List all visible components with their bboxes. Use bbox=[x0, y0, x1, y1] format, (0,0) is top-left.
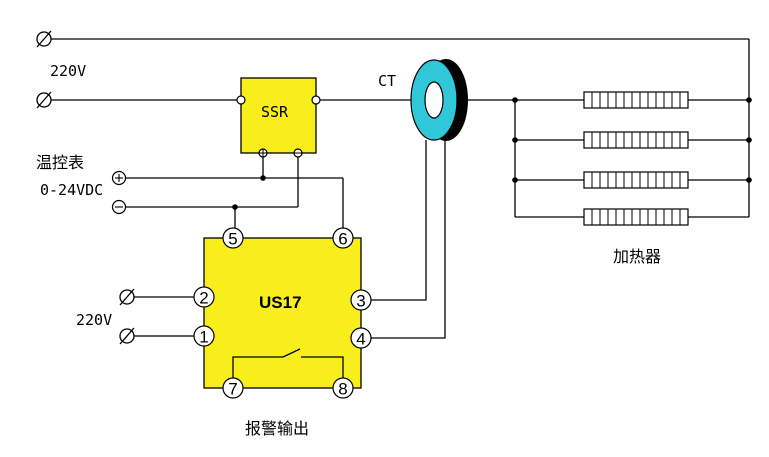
module-supply-terminal-2 bbox=[119, 288, 135, 306]
svg-text:8: 8 bbox=[338, 380, 347, 399]
pin-2: 2 bbox=[193, 286, 215, 308]
pin-5: 5 bbox=[222, 227, 244, 249]
ct-to-pin4-wire bbox=[371, 140, 446, 339]
svg-text:6: 6 bbox=[338, 230, 347, 249]
svg-text:3: 3 bbox=[356, 292, 365, 311]
heater-element-2 bbox=[515, 131, 749, 149]
svg-text:7: 7 bbox=[228, 380, 237, 399]
svg-text:4: 4 bbox=[356, 330, 365, 349]
pin-1: 1 bbox=[193, 325, 215, 347]
dc-minus-terminal bbox=[111, 199, 127, 215]
ct-label: CT bbox=[378, 72, 396, 90]
supply-voltage-top-label: 220V bbox=[50, 62, 86, 80]
ssr-relay: SSR bbox=[236, 77, 321, 158]
ct-to-pin3-wire bbox=[371, 140, 427, 301]
svg-text:2: 2 bbox=[199, 289, 208, 308]
heater-elements bbox=[515, 91, 749, 226]
heater-element-4 bbox=[515, 208, 749, 226]
module-supply-terminal-1 bbox=[119, 327, 135, 345]
heater-element-3 bbox=[515, 171, 749, 189]
dc-range-label: 0-24VDC bbox=[40, 181, 103, 199]
supply-terminal-top bbox=[36, 30, 52, 48]
module-label: US17 bbox=[259, 293, 302, 312]
pin-6: 6 bbox=[332, 227, 354, 249]
heater-label: 加热器 bbox=[613, 247, 661, 266]
ssr-label: SSR bbox=[261, 103, 289, 121]
temp-controller-label: 温控表 bbox=[36, 153, 84, 172]
us17-module: US17 bbox=[203, 237, 362, 389]
alarm-contact-left bbox=[232, 356, 283, 378]
ssr-terminal-in bbox=[236, 95, 246, 105]
pin-4: 4 bbox=[350, 327, 372, 349]
dc-plus-terminal bbox=[111, 170, 127, 186]
heater-element-1 bbox=[583, 91, 689, 109]
ct-current-transformer bbox=[410, 59, 468, 141]
alarm-output-label: 报警输出 bbox=[245, 419, 309, 438]
svg-text:5: 5 bbox=[228, 230, 237, 249]
ssr-terminal-out bbox=[311, 95, 321, 105]
supply-terminal-mid bbox=[36, 91, 52, 109]
pin-3: 3 bbox=[350, 289, 372, 311]
alarm-contact-right bbox=[301, 356, 344, 378]
supply-voltage-module-label: 220V bbox=[76, 311, 112, 329]
pin-7: 7 bbox=[222, 377, 244, 399]
alarm-contact-switch bbox=[282, 348, 301, 358]
pin-8: 8 bbox=[332, 377, 354, 399]
svg-text:1: 1 bbox=[199, 328, 208, 347]
